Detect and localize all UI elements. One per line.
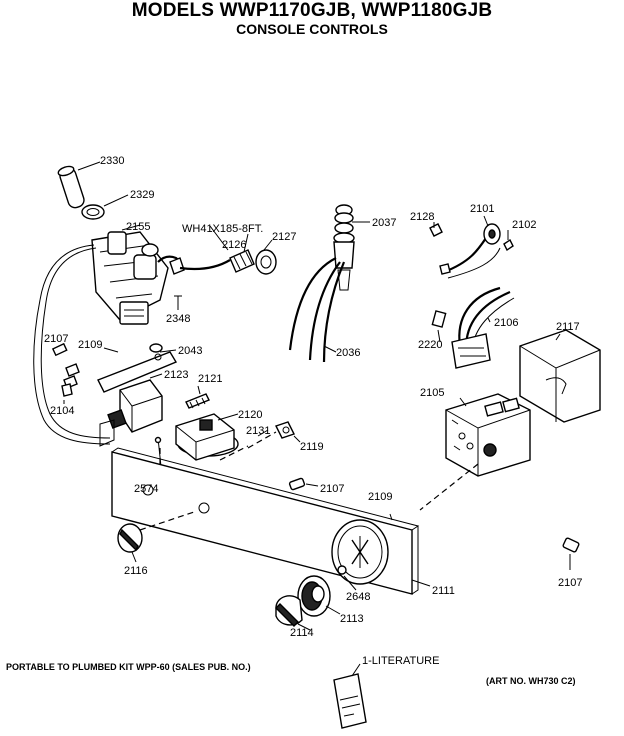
- label-2109-left: 2109: [78, 339, 102, 351]
- label-2036: 2036: [336, 347, 360, 359]
- label-2037: 2037: [372, 217, 396, 229]
- part-2648-ring: [337, 565, 357, 591]
- part-2107-clip-right: [562, 537, 580, 570]
- label-2648: 2648: [346, 591, 370, 603]
- label-2113: 2113: [340, 613, 364, 625]
- part-2330-tube: [57, 161, 101, 209]
- part-2114-knob: [275, 595, 311, 631]
- label-2116: 2116: [124, 565, 148, 577]
- art-number: (ART NO. WH730 C2): [486, 676, 576, 686]
- part-2127-hose-nut: [255, 239, 277, 275]
- label-2107-right: 2107: [558, 577, 582, 589]
- part-2155-water-valve: [91, 224, 185, 325]
- label-2121: 2121: [198, 373, 222, 385]
- label-2348: 2348: [166, 313, 190, 325]
- kit-note: PORTABLE TO PLUMBED KIT WPP-60 (SALES PU…: [6, 662, 251, 672]
- page-title: MODELS WWP1170GJB, WWP1180GJB: [131, 0, 493, 21]
- label-2107-center: 2107: [320, 483, 344, 495]
- label-2155: 2155: [126, 221, 150, 233]
- label-2117: 2117: [556, 321, 580, 333]
- label-2119: 2119: [300, 441, 324, 453]
- label-literature: 1-LITERATURE: [362, 655, 439, 667]
- label-2043: 2043: [178, 345, 202, 357]
- part-2119-switch: [275, 421, 301, 443]
- part-2220-clip: [431, 310, 447, 343]
- part-2036-hoses: [288, 257, 346, 363]
- part-2348-screw: [174, 295, 182, 310]
- label-hose-part: WH41X185-8FT.: [182, 223, 263, 235]
- part-2123-switch: [99, 373, 163, 447]
- label-2105: 2105: [420, 387, 444, 399]
- part-2120-selector-switch: [175, 413, 239, 461]
- part-2107-clip-center: [288, 477, 319, 491]
- part-2106-wire-harness: [451, 286, 515, 369]
- label-2131: 2131: [246, 425, 270, 437]
- label-2329: 2329: [130, 189, 154, 201]
- part-2131-screw: [257, 429, 269, 437]
- part-2104-terminal: [61, 383, 73, 404]
- label-2123: 2123: [164, 369, 188, 381]
- part-2111-console-panel: [111, 447, 431, 595]
- label-2220: 2220: [418, 339, 442, 351]
- label-2109-center: 2109: [368, 491, 392, 503]
- label-2106: 2106: [494, 317, 518, 329]
- label-2128: 2128: [410, 211, 434, 223]
- label-2102: 2102: [512, 219, 536, 231]
- wire-harness-left: [33, 244, 111, 445]
- part-2043-bracket: [97, 343, 178, 393]
- label-2104: 2104: [50, 405, 74, 417]
- label-2120: 2120: [238, 409, 262, 421]
- page-subtitle: CONSOLE CONTROLS: [236, 21, 388, 37]
- label-2114: 2114: [290, 627, 314, 639]
- label-2111: 2111: [432, 585, 455, 597]
- label-2101: 2101: [470, 203, 494, 215]
- part-2107-clip-left: [51, 342, 68, 357]
- label-2126: 2126: [222, 239, 246, 251]
- part-2329-ring: [81, 194, 129, 220]
- label-2127: 2127: [272, 231, 296, 243]
- label-2574: 2574: [134, 483, 158, 495]
- part-2126-hose-fitting: [229, 249, 255, 273]
- part-2121-clip: [185, 385, 210, 409]
- part-2128-clip: [429, 222, 443, 237]
- label-2107-left: 2107: [44, 333, 68, 345]
- part-2105-timer: [445, 393, 531, 477]
- part-2113-knob-skirt: [297, 575, 341, 617]
- part-2117-cover: [519, 329, 601, 423]
- part-2102-terminal: [503, 230, 514, 252]
- part-2101-sensor-leads: [439, 215, 501, 279]
- label-2330: 2330: [100, 155, 124, 167]
- literature-booklet: [333, 663, 367, 729]
- part-2116-knob: [117, 523, 143, 563]
- hose-line: [179, 259, 231, 271]
